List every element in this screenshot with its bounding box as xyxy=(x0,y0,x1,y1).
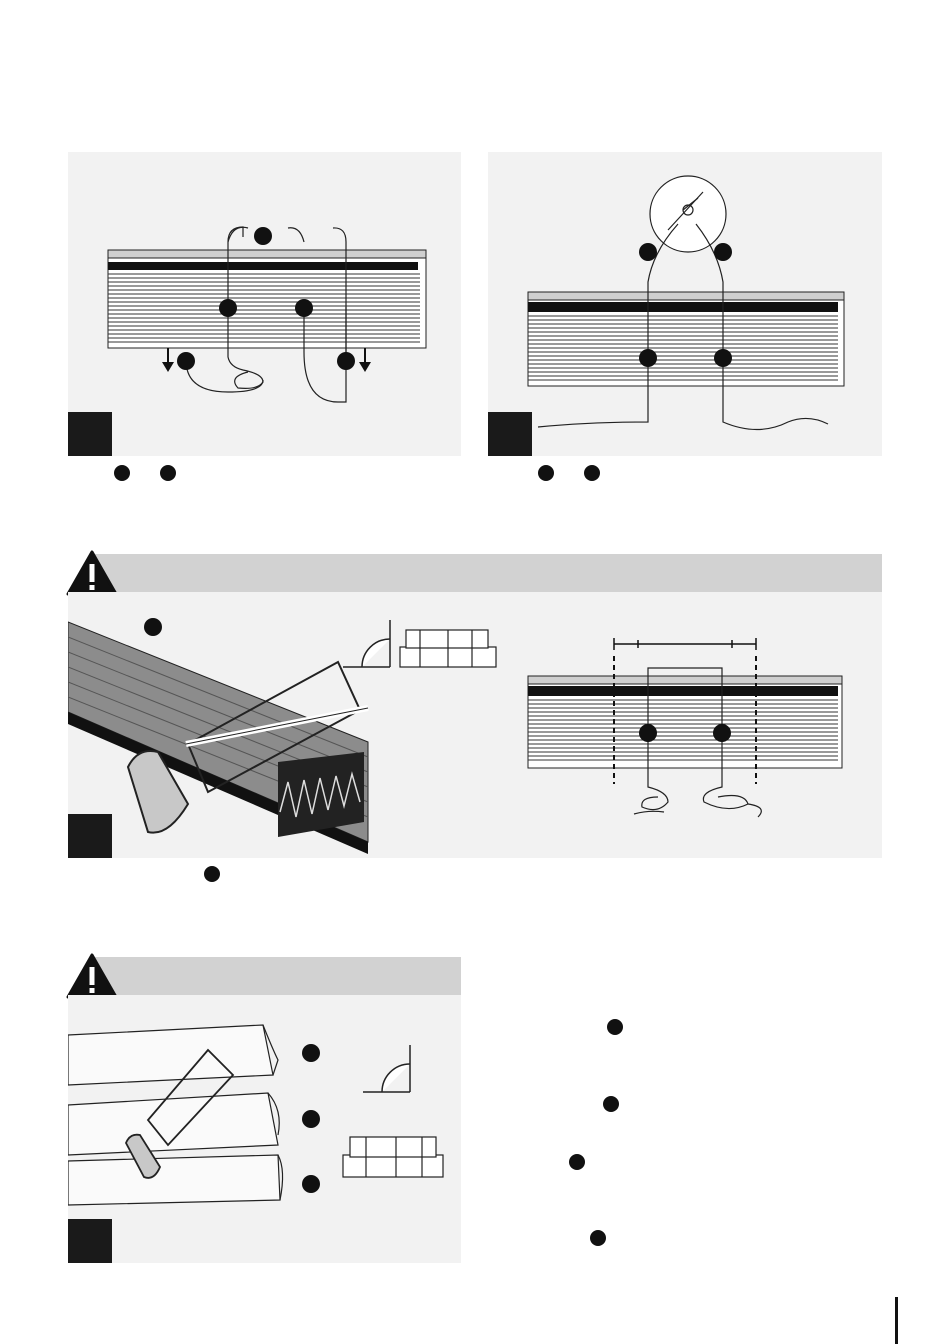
panel-step-1 xyxy=(68,152,461,456)
right-angle-icon xyxy=(363,1045,410,1092)
panel-step-3 xyxy=(68,592,882,858)
caption-dot xyxy=(204,866,220,882)
caption-dot xyxy=(160,465,176,481)
panel-step-2 xyxy=(488,152,882,456)
caption-dot xyxy=(584,465,600,481)
step-number-3 xyxy=(68,814,112,858)
blind-knot-illustration xyxy=(488,152,882,456)
step-number-1 xyxy=(68,412,112,456)
step-number-2 xyxy=(488,412,532,456)
miter-box-icon xyxy=(400,630,496,667)
warning-icon xyxy=(66,550,118,596)
arrow-down-icon xyxy=(162,348,174,372)
miter-box-icon xyxy=(343,1137,443,1177)
reference-dot xyxy=(569,1154,585,1170)
warning-icon xyxy=(66,953,118,999)
panel-step-4 xyxy=(68,995,461,1263)
reference-dot xyxy=(590,1230,606,1246)
step-number-4 xyxy=(68,1219,112,1263)
reference-dot xyxy=(603,1096,619,1112)
callout-dot xyxy=(254,227,272,245)
profile-cut-illustration xyxy=(68,995,461,1263)
arrow-down-icon xyxy=(359,348,371,372)
saw-cut-illustration xyxy=(68,592,882,858)
reference-dot xyxy=(607,1019,623,1035)
warning-bar xyxy=(90,957,461,995)
right-angle-icon xyxy=(343,620,390,667)
caption-dot xyxy=(114,465,130,481)
warning-bar xyxy=(90,554,882,592)
caption-dot xyxy=(538,465,554,481)
blind-cords-illustration xyxy=(68,152,461,456)
page-edge-marker xyxy=(895,1297,898,1344)
